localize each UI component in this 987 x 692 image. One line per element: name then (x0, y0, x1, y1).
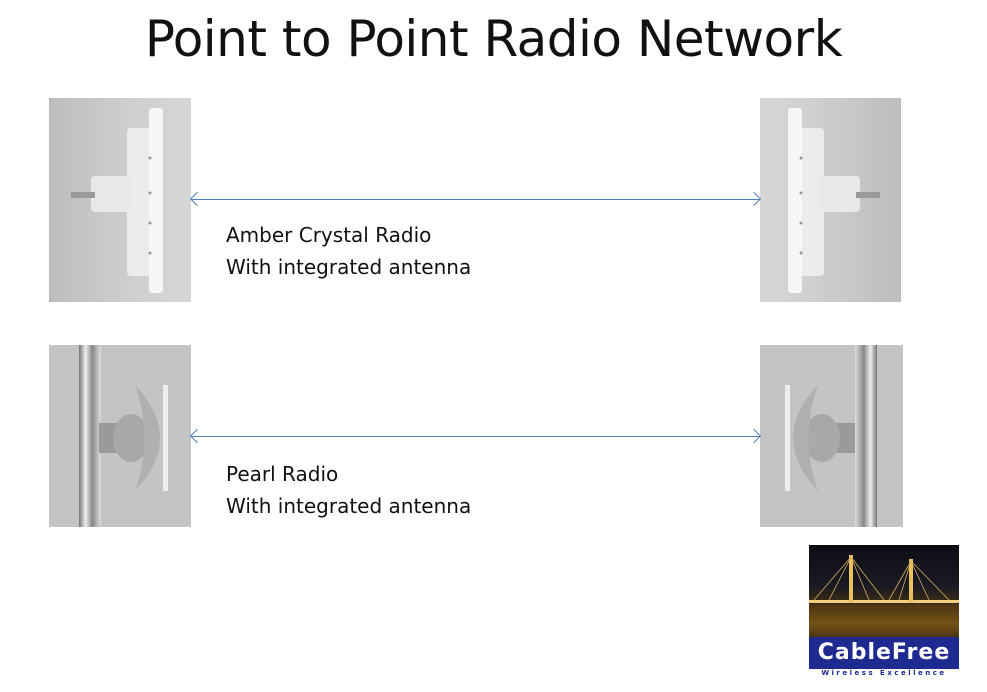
pearl-radio-photo-left (49, 345, 191, 527)
amber-radio-desc: With integrated antenna (226, 255, 472, 279)
cablefree-logo: CableFree Wireless Excellence (809, 545, 959, 681)
amber-radio-label: Amber Crystal Radio With integrated ante… (226, 219, 471, 283)
amber-radio-icon (788, 108, 880, 293)
amber-radio-photo-right (760, 98, 901, 302)
pearl-radio-photo-right (760, 345, 903, 527)
arrow-head-left-icon (189, 191, 205, 207)
pearl-radio-icon (785, 345, 877, 527)
slide-title: Point to Point Radio Network (144, 10, 843, 68)
bridge-icon (809, 555, 959, 637)
logo-tagline: Wireless Excellence (821, 669, 947, 677)
pearl-radio-name: Pearl Radio (226, 462, 339, 486)
amber-radio-name: Amber Crystal Radio (226, 223, 432, 247)
amber-link-arrow (189, 191, 762, 207)
pearl-radio-desc: With integrated antenna (226, 494, 472, 518)
arrow-head-right-icon (746, 428, 762, 444)
pearl-radio-icon (79, 345, 168, 527)
bridge-image (809, 545, 959, 637)
arrow-head-left-icon (189, 428, 205, 444)
arrow-head-right-icon (746, 191, 762, 207)
pearl-radio-label: Pearl Radio With integrated antenna (226, 458, 471, 522)
logo-brand: CableFree (809, 637, 959, 669)
pearl-link-arrow (189, 428, 762, 444)
amber-radio-icon (71, 108, 163, 293)
amber-radio-photo-left (49, 98, 191, 302)
